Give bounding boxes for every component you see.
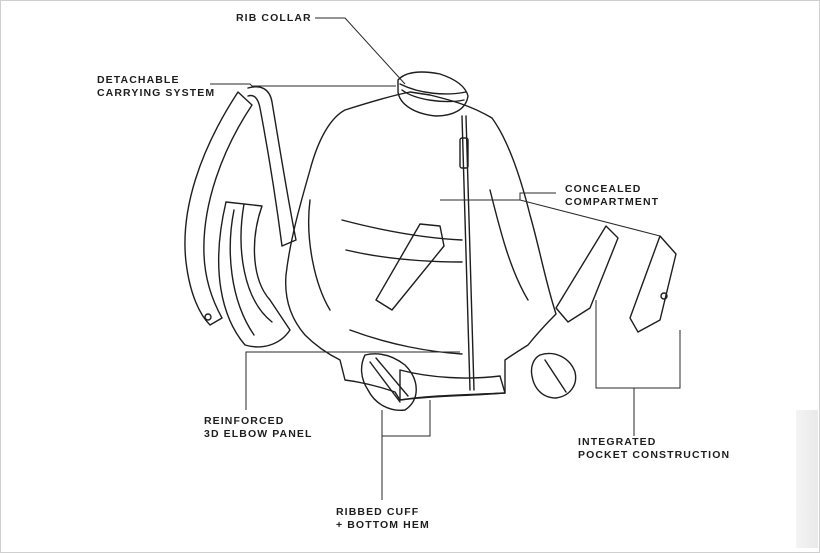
carrying-line-2: CARRYING SYSTEM (97, 87, 216, 99)
edge-shadow (796, 410, 818, 548)
label-ribbed-cuff: RIBBED CUFF + BOTTOM HEM (336, 506, 430, 532)
cuff-line-1: RIBBED CUFF (336, 506, 420, 518)
elbow-line-1: REINFORCED (204, 415, 285, 427)
concealed-line-1: CONCEALED (565, 183, 642, 195)
carrying-strap (184, 86, 297, 326)
elbow-panel-part (217, 201, 291, 348)
cuff-line-2: + BOTTOM HEM (336, 519, 430, 531)
label-elbow-panel: REINFORCED 3D ELBOW PANEL (204, 415, 313, 441)
rib-collar-text: RIB COLLAR (236, 12, 312, 24)
pocket-line-2: POCKET CONSTRUCTION (578, 449, 731, 461)
pocket-panels (555, 225, 677, 333)
label-pocket-construction: INTEGRATED POCKET CONSTRUCTION (578, 436, 730, 462)
label-concealed-compartment: CONCEALED COMPARTMENT (565, 183, 659, 209)
pocket-line-1: INTEGRATED (578, 436, 657, 448)
label-carrying-system: DETACHABLE CARRYING SYSTEM (97, 74, 215, 100)
label-rib-collar: RIB COLLAR (236, 12, 312, 25)
carrying-line-1: DETACHABLE (97, 74, 180, 86)
jacket-body (284, 71, 577, 411)
elbow-line-2: 3D ELBOW PANEL (204, 428, 313, 440)
concealed-line-2: COMPARTMENT (565, 196, 660, 208)
